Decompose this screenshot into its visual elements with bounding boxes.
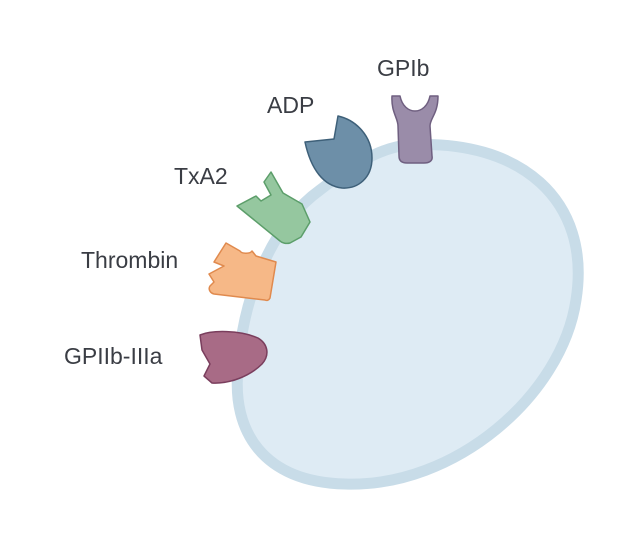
gpib-receptor-shape xyxy=(391,95,439,164)
txa2-label: TxA2 xyxy=(174,163,228,189)
gpiib-iiia-label: GPIIb-IIIa xyxy=(64,343,163,369)
thrombin-label: Thrombin xyxy=(81,247,178,273)
txa2-receptor-shape xyxy=(236,171,311,245)
thrombin-receptor-shape xyxy=(208,242,277,302)
adp-label: ADP xyxy=(267,92,314,118)
adp-receptor-shape xyxy=(304,115,373,189)
gpib-label: GPIb xyxy=(377,55,429,81)
platelet-cell xyxy=(231,138,584,490)
gpiib-iiia-receptor-shape xyxy=(199,330,268,384)
